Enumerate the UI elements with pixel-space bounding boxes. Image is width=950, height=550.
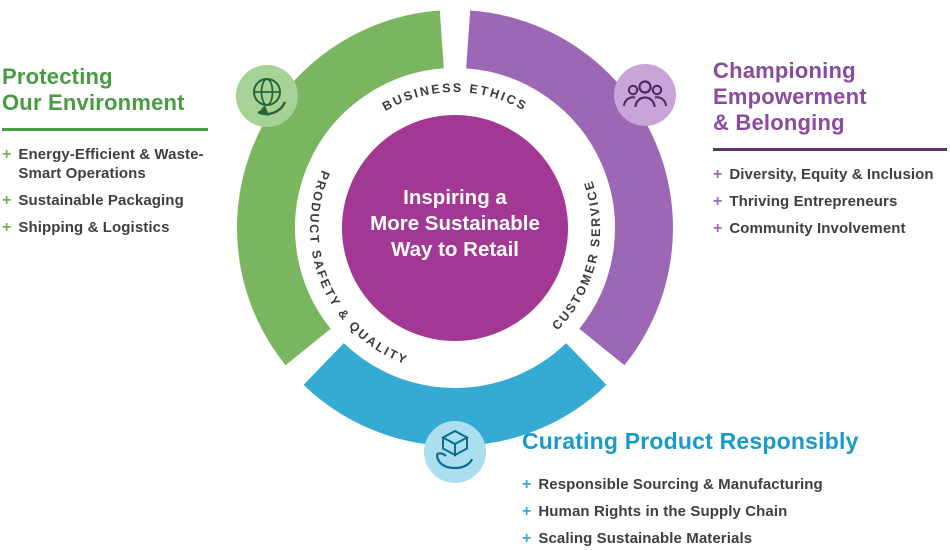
bullet-item: + Human Rights in the Supply Chain [522, 502, 950, 521]
title-line: & Belonging [713, 109, 845, 135]
plus-marker: + [522, 530, 532, 548]
section-empowerment: Championing Empowerment & Belonging + Di… [713, 58, 950, 246]
bullet-item: + Shipping & Logistics [2, 218, 212, 237]
section-environment-divider [2, 127, 208, 131]
bullet-item: + Thriving Entrepreneurs [713, 192, 950, 211]
plus-marker: + [2, 145, 12, 163]
title-line: Empowerment [713, 83, 867, 109]
bullet-text: Shipping & Logistics [18, 218, 170, 236]
bullet-text: Community Involvement [729, 219, 906, 237]
box-in-hand-icon [424, 421, 486, 483]
bullet-text: Energy-Efficient & Waste-Smart Operation… [18, 145, 204, 182]
ring-segment-product [303, 342, 607, 446]
center-title-line-2: More Sustainable [370, 212, 540, 235]
section-empowerment-title: Championing Empowerment & Belonging [713, 58, 950, 136]
bullet-text: Sustainable Packaging [18, 191, 184, 209]
bullet-text: Diversity, Equity & Inclusion [729, 165, 934, 183]
section-environment: Protecting Our Environment + Energy-Effi… [2, 64, 212, 245]
section-product-title: Curating Product Responsibly [522, 428, 950, 455]
title-line: Our Environment [2, 89, 185, 115]
plus-marker: + [713, 165, 723, 183]
bullet-text: Human Rights in the Supply Chain [538, 503, 788, 521]
section-empowerment-divider [713, 147, 947, 151]
plus-marker: + [713, 192, 723, 210]
globe-icon [236, 65, 298, 127]
ring-label-business-ethics: BUSINESS ETHICS [380, 81, 530, 114]
bullet-item: + Energy-Efficient & Waste-Smart Operati… [2, 145, 212, 183]
people-badge-circle [614, 64, 676, 126]
people-icon [614, 64, 676, 126]
environment-list: + Energy-Efficient & Waste-Smart Operati… [2, 145, 212, 237]
bullet-text: Responsible Sourcing & Manufacturing [538, 476, 823, 494]
plus-marker: + [522, 503, 532, 521]
center-title-line-3: Way to Retail [391, 238, 519, 261]
section-environment-title: Protecting Our Environment [2, 64, 212, 116]
product-list: + Responsible Sourcing & Manufacturing +… [522, 475, 950, 548]
title-line: Championing [713, 58, 856, 83]
bullet-item: + Sustainable Packaging [2, 191, 212, 210]
globe-badge-circle [236, 65, 298, 127]
ring-segment-empowerment [465, 10, 673, 366]
empowerment-list: + Diversity, Equity & Inclusion + Thrivi… [713, 165, 950, 238]
center-title-line-1: Inspiring a [403, 186, 507, 209]
bullet-item: + Scaling Sustainable Materials [522, 529, 950, 548]
bullet-item: + Community Involvement [713, 219, 950, 238]
plus-marker: + [713, 219, 723, 237]
title-line: Curating Product Responsibly [522, 428, 859, 454]
ring-segment-environment [237, 10, 445, 366]
plus-marker: + [2, 191, 12, 209]
bullet-text: Scaling Sustainable Materials [538, 530, 753, 548]
title-line: Protecting [2, 64, 113, 89]
plus-marker: + [522, 476, 532, 494]
bullet-item: + Diversity, Equity & Inclusion [713, 165, 950, 184]
bullet-item: + Responsible Sourcing & Manufacturing [522, 475, 950, 494]
bullet-text: Thriving Entrepreneurs [729, 192, 898, 210]
section-product: Curating Product Responsibly + Responsib… [522, 428, 950, 550]
center-circle [342, 115, 568, 341]
plus-marker: + [2, 218, 12, 236]
